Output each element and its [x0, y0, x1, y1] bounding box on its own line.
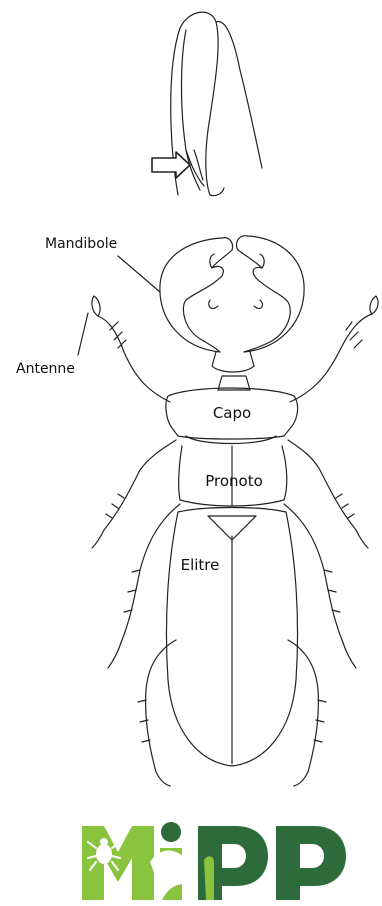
beetle-leg-middle-left [122, 504, 180, 640]
label-antenne: Antenne [16, 361, 75, 377]
logo-letter-m [82, 826, 154, 900]
beetle-drawing [92, 236, 378, 786]
label-elitre: Elitre [181, 556, 220, 574]
logo-i-dot [161, 822, 181, 842]
beetle-leg-hind-right [288, 640, 318, 772]
leader-line-antenne [78, 313, 88, 355]
beetle-leg-hind-left [146, 640, 176, 772]
mipp-logo [82, 822, 346, 900]
beetle-leg-front-right [288, 440, 356, 530]
pointer-arrow-icon [152, 152, 190, 178]
beetle-mandibles [160, 236, 304, 352]
leader-line-mandibole [118, 256, 160, 292]
logo-letter-p-second [276, 826, 346, 900]
beetle-antenna-right [290, 314, 372, 402]
label-mandibole: Mandibole [45, 236, 117, 252]
label-capo: Capo [213, 404, 251, 422]
beetle-antenna-left [98, 316, 170, 402]
beetle-leg-front-left [104, 440, 176, 530]
beetle-leg-middle-right [284, 504, 342, 640]
beetle-mouthparts [212, 352, 254, 372]
label-pronoto: Pronoto [205, 472, 263, 490]
